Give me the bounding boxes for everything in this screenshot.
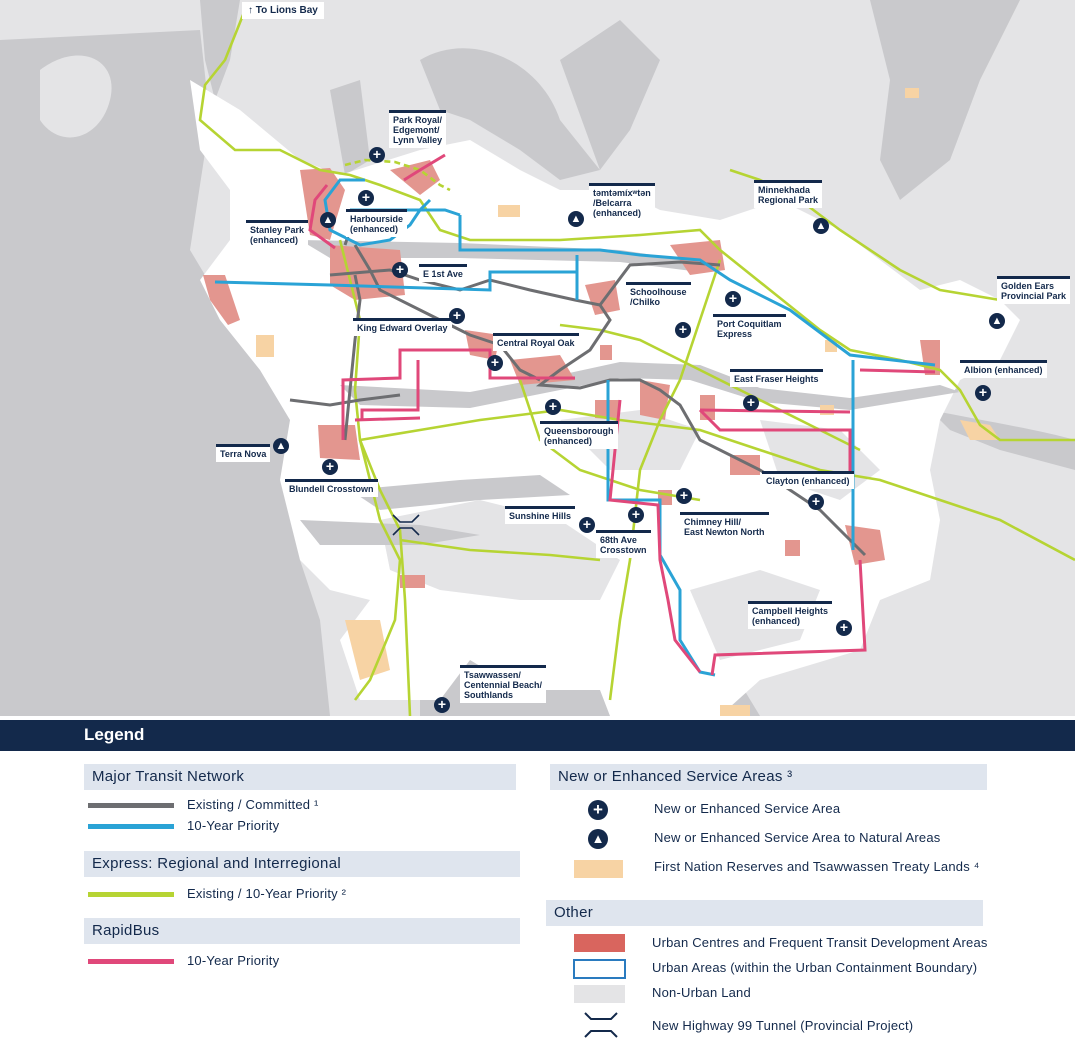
express-heading: Express: Regional and Interregional [84,851,520,877]
natural-area-icon: ▲ [568,211,584,227]
label-stanley-park: Stanley Park (enhanced) [246,220,309,248]
label-chimney-hill: Chimney Hill/ East Newton North [680,512,769,540]
natural-area-icon: ▲ [320,212,336,228]
to-lions-bay-label: ↑ To Lions Bay [242,2,324,19]
urban-centres-swatch [574,934,625,952]
rapidbus-label: 10-Year Priority [187,953,280,968]
legend-header: Legend [0,720,1075,751]
label-park-royal: Park Royal/ Edgemont/ Lynn Valley [389,110,447,148]
non-urban-label: Non-Urban Land [652,985,751,1000]
rapidbus-swatch [88,959,174,964]
service-area-icon: + [628,507,644,523]
service-area-icon: + [545,399,561,415]
rivers [300,240,960,545]
service-area-icon: + [579,517,595,533]
natural-area-legend-label: New or Enhanced Service Area to Natural … [654,830,941,845]
label-sunshine-hills: Sunshine Hills [505,506,576,524]
service-area-icon: + [676,488,692,504]
label-tsawwassen: Tsawwassen/ Centennial Beach/ Southlands [460,665,547,703]
urban-areas-label: Urban Areas (within the Urban Containmen… [652,960,978,975]
label-campbell-heights: Campbell Heights (enhanced) [748,601,833,629]
natural-area-icon: ▲ [273,438,289,454]
service-areas-heading: New or Enhanced Service Areas ³ [550,764,987,790]
service-area-icon: + [358,190,374,206]
service-area-icon: + [743,395,759,411]
rapidbus-heading: RapidBus [84,918,520,944]
express-label: Existing / 10-Year Priority ² [187,886,347,901]
legend-title: Legend [84,725,145,744]
other-heading: Other [546,900,983,926]
first-nation-swatch [574,860,623,878]
label-belcarra: təmtəmíxʷtən /Belcarra (enhanced) [589,183,655,221]
service-area-icon: + [487,355,503,371]
service-area-icon: + [725,291,741,307]
natural-area-icon: ▲ [989,313,1005,329]
service-area-legend-icon: + [588,800,608,820]
existing-committed-swatch [88,803,174,808]
label-albion: Albion (enhanced) [960,360,1047,378]
service-area-icon: + [322,459,338,475]
service-area-icon: + [836,620,852,636]
label-central-royal-oak: Central Royal Oak [493,333,579,351]
highway-99-tunnel [392,514,420,536]
label-e-1st-ave: E 1st Ave [419,264,467,282]
major-transit-heading: Major Transit Network [84,764,516,790]
ten-year-priority-swatch [88,824,174,829]
label-terra-nova: Terra Nova [216,444,271,462]
label-68th-ave: 68th Ave Crosstown [596,530,651,558]
non-urban-swatch [574,985,625,1003]
service-area-icon: + [392,262,408,278]
natural-area-icon: ▲ [813,218,829,234]
label-queensborough: Queensborough (enhanced) [540,421,618,449]
label-golden-ears: Golden Ears Provincial Park [997,276,1071,304]
service-area-icon: + [369,147,385,163]
service-area-icon: + [449,308,465,324]
express-swatch [88,892,174,897]
tunnel-label: New Highway 99 Tunnel (Provincial Projec… [652,1018,914,1033]
express-lines [198,9,1075,716]
label-clayton: Clayton (enhanced) [762,471,854,489]
service-area-legend-label: New or Enhanced Service Area [654,801,841,816]
existing-committed-label: Existing / Committed ¹ [187,797,319,812]
natural-area-legend-icon: ▲ [588,829,608,849]
service-area-icon: + [975,385,991,401]
service-area-icon: + [675,322,691,338]
service-area-icon: + [434,697,450,713]
label-king-edward: King Edward Overlay [353,318,452,336]
tunnel-legend-icon [584,1012,618,1038]
urban-centres-label: Urban Centres and Frequent Transit Devel… [652,935,988,950]
first-nation-label: First Nation Reserves and Tsawwassen Tre… [654,859,980,874]
service-area-icon: + [808,494,824,510]
label-port-coquitlam: Port Coquitlam Express [713,314,786,342]
to-lions-bay-text: To Lions Bay [255,5,318,16]
ten-year-priority-label: 10-Year Priority [187,818,280,833]
label-harbourside: Harbourside (enhanced) [346,209,408,237]
first-nation-lands [256,88,1000,716]
urban-areas-swatch [573,959,626,979]
label-minnekhada: Minnekhada Regional Park [754,180,823,208]
transit-map [0,0,1075,716]
label-east-fraser: East Fraser Heights [730,369,823,387]
label-blundell: Blundell Crosstown [285,479,378,497]
label-schoolhouse: Schoolhouse /Chilko [626,282,691,310]
